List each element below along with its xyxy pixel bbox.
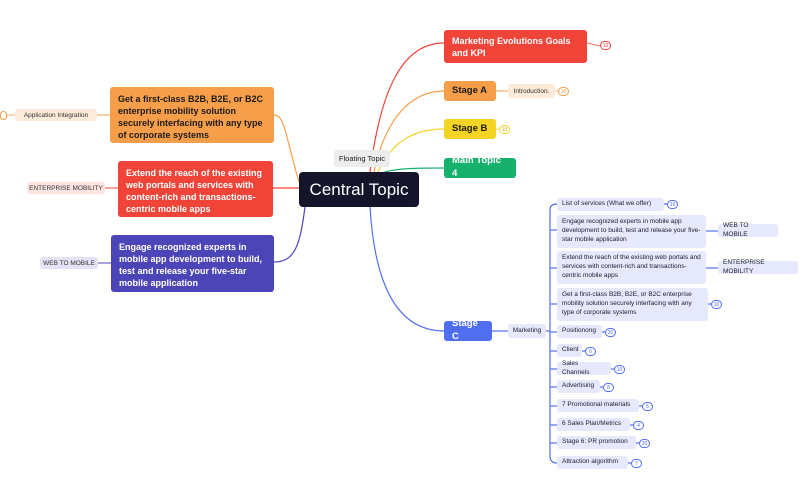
tag-enterprise-mobility[interactable]: ENTERPRISE MOBILITY [718,259,798,275]
topic-main-topic-4[interactable]: Main Topic 4 [444,155,516,179]
central-topic[interactable]: Central Topic [299,172,419,207]
count-badge: 10 [667,200,678,209]
count-badge: 5 [642,402,653,411]
stage-c-item[interactable]: Advertising [557,380,600,393]
subtopic-marketing[interactable]: Marketing [508,324,546,338]
stage-c-item[interactable]: Sales Channels [557,360,611,376]
topic-first-class-b2b[interactable]: Get a first-class B2B, B2E, or B2C enter… [110,87,274,143]
count-badge: 6 [585,347,596,356]
stage-c-item[interactable]: Attraction algorithm [557,456,628,469]
topic-stage-c[interactable]: Stage C [444,318,492,342]
stage-c-item[interactable]: Client [557,344,582,357]
stage-c-item[interactable]: List of services (What we offer) [557,198,664,211]
stage-c-item[interactable]: Stage 6: PR promotion [557,436,636,449]
stage-c-item[interactable]: Extend the reach of the existing web por… [557,251,706,284]
count-badge: 10 [614,365,625,374]
count-badge: 10 [558,87,569,96]
tag-enterprise-mobility[interactable]: ENTERPRISE MOBILITY [27,182,105,194]
stage-c-item[interactable]: 7 Promotional materials [557,399,639,412]
count-badge: 10 [711,300,722,309]
tag-web-to-mobile[interactable]: WEB TO MOBILE [40,257,98,269]
stage-c-item[interactable]: Get a first-class B2B, B2E, or B2C enter… [557,288,708,321]
topic-engage-experts[interactable]: Engage recognized experts in mobile app … [111,235,274,292]
count-badge: 7 [631,459,642,468]
topic-stage-a[interactable]: Stage A [444,81,496,101]
floating-topic[interactable]: Floating Topic [334,150,390,167]
count-badge: 8 [603,383,614,392]
tag-web-to-mobile[interactable]: WEB TO MOBILE [718,222,778,238]
count-badge: 20 [605,328,616,337]
stage-c-item[interactable]: Engage recognized experts in mobile app … [557,215,706,248]
topic-marketing-goals[interactable]: Marketing Evolutions Goals and KPI [444,30,587,63]
count-badge: 4 [633,421,644,430]
tag-introduction[interactable]: Introduction. [508,84,555,98]
tag-application-integration[interactable]: Application Integration [15,109,97,121]
count-badge: 20 [639,439,650,448]
topic-extend-reach[interactable]: Extend the reach of the existing web por… [118,161,273,217]
topic-stage-b[interactable]: Stage B [444,119,496,139]
count-badge [0,111,7,120]
stage-c-item[interactable]: Positionong [557,325,602,338]
count-badge: 10 [499,125,510,134]
count-badge: 10 [600,41,611,50]
stage-c-item[interactable]: 6 Sales Plan/Metrics [557,418,630,431]
